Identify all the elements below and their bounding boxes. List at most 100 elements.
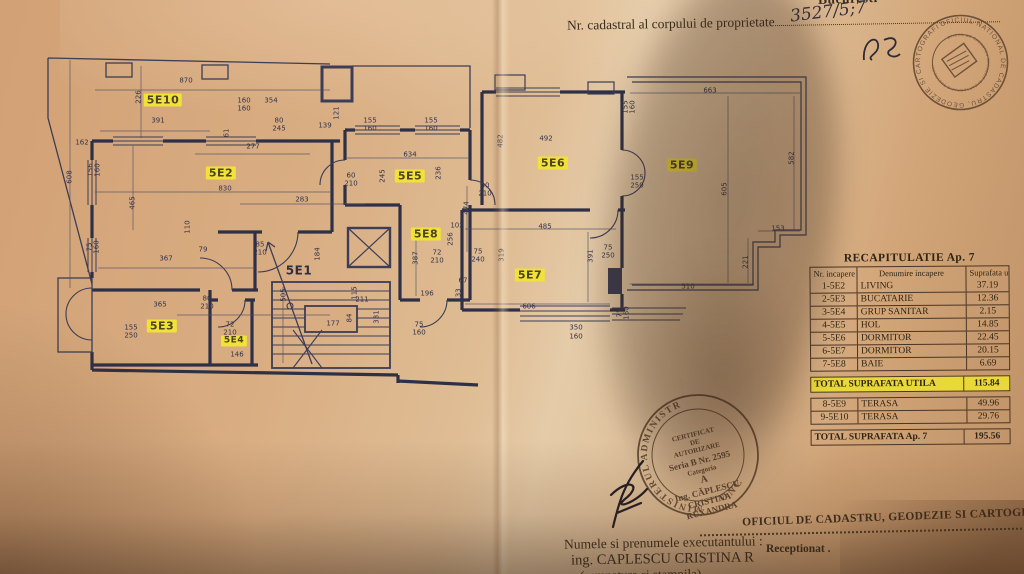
- dimension-label: 870: [179, 76, 193, 85]
- cadastral-label-text: Nr. cadastral al corpului de proprietate: [566, 14, 775, 33]
- dimension-label: 160: [93, 163, 102, 177]
- dimension-label: 331: [372, 310, 381, 324]
- dimension-label: 367: [159, 254, 173, 263]
- dimension-label: 830: [218, 184, 232, 193]
- dimension-label: 221: [741, 255, 750, 269]
- total-row: TOTAL SUPRAFATA Ap. 7 195.56: [810, 428, 1011, 446]
- dimension-label: 160: [237, 104, 251, 113]
- dimension-label: 350: [569, 323, 583, 332]
- dimension-label: 245: [378, 169, 387, 183]
- dimension-label: 250: [630, 181, 644, 190]
- header-denumire: Denumire incapere: [857, 266, 967, 281]
- table-cell: 6.69: [979, 358, 997, 369]
- total-utila-label: TOTAL SUPRAFATA UTILA: [811, 376, 965, 392]
- dimension-lines: [69, 60, 800, 363]
- dimension-label: 162: [75, 138, 89, 147]
- room-label-5e6: 5E6: [537, 156, 569, 170]
- dimension-label: 160: [569, 332, 583, 341]
- total-utila-value: 115.84: [973, 378, 1000, 389]
- room-label-5e1: 5E1: [285, 263, 313, 278]
- dimension-label: 250: [124, 331, 138, 340]
- walls: [90, 90, 625, 387]
- room-label-5e5: 5E5: [394, 169, 426, 183]
- table-cell: 22.45: [977, 332, 999, 343]
- dimension-label: 155: [124, 323, 138, 332]
- room-label-5e2: 5E2: [205, 166, 237, 180]
- table-cell: 2-5E3: [810, 293, 858, 306]
- dimension-label: 210: [223, 328, 237, 337]
- dimension-label: 211: [355, 295, 369, 304]
- total-value: 195.56: [974, 431, 1001, 442]
- dimension-label: 226: [134, 90, 143, 104]
- dimension-label: 75: [603, 243, 613, 252]
- dimension-label: 391: [586, 249, 595, 263]
- dimension-label: 160: [424, 124, 438, 133]
- table-cell: DORMITOR: [857, 331, 967, 345]
- terrace-5e9-outline: [627, 76, 807, 291]
- received-label: Receptionat .: [766, 543, 831, 555]
- dimension-label: 121: [332, 106, 341, 120]
- dimension-label: 474: [462, 201, 471, 215]
- dimension-label: 84: [345, 313, 354, 323]
- pillar: [608, 268, 622, 294]
- dimension-label: 160: [628, 100, 637, 114]
- dimension-label: 210: [430, 256, 444, 265]
- dimension-label: 365: [153, 300, 167, 309]
- dimension-label: 210: [478, 189, 492, 198]
- dimension-label: 510: [681, 282, 695, 291]
- dimension-label: 67: [458, 276, 468, 285]
- dimension-label: 663: [703, 86, 717, 95]
- table-cell: 5-5E6: [810, 332, 858, 345]
- dimension-label: 236: [434, 166, 443, 180]
- dimension-label: 387: [411, 251, 420, 265]
- dimension-label: 160: [92, 240, 101, 254]
- dimension-label: 634: [403, 150, 417, 159]
- dimension-label: 505: [279, 288, 288, 302]
- dimension-label: 210: [344, 179, 358, 188]
- dimension-label: 80: [480, 181, 490, 190]
- table-cell: 2.15: [979, 306, 997, 317]
- dimension-label: 133: [454, 288, 463, 302]
- table-cell: DORMITOR: [857, 344, 968, 358]
- table-cell: 3-5E4: [810, 306, 858, 319]
- dimension-label: 153: [771, 224, 785, 233]
- total-utila-row: TOTAL SUPRAFATA UTILA 115.84: [810, 375, 1011, 393]
- room-label-5e10: 5E10: [143, 93, 183, 107]
- table-cell: 49.96: [977, 398, 1000, 409]
- table-cell: 1-5E2: [810, 280, 858, 293]
- table-cell: 9-5E10: [811, 411, 859, 424]
- dimension-label: 139: [318, 121, 332, 130]
- table-main: Nr. incapere Denumire incapere Suprafata…: [809, 265, 1011, 372]
- elevator-shaft: [346, 226, 392, 269]
- dimension-label: 160: [412, 328, 426, 337]
- dimension-label: 277: [246, 142, 260, 151]
- dimension-label: 75: [414, 320, 424, 329]
- windows: [87, 87, 686, 322]
- header-suprafata: Suprafata utila [mp]: [969, 267, 1009, 278]
- total-label: TOTAL SUPRAFATA Ap. 7: [811, 429, 965, 445]
- dimension-label: 60: [346, 171, 356, 180]
- dimension-label: 319: [497, 248, 506, 262]
- table-cell: BAIE: [858, 357, 968, 371]
- dimension-label: 606: [522, 302, 536, 311]
- recapitulation-table: RECAPITULATIE Ap. 7 Nr. incapere Denumir…: [809, 251, 1011, 446]
- room-label-5e8: 5E8: [410, 227, 442, 241]
- balcony-outline: [57, 277, 93, 353]
- staircase: [265, 241, 391, 369]
- table-cell: 20.15: [977, 345, 999, 356]
- dimension-label: 250: [601, 251, 615, 260]
- table-cell: 4-5E5: [810, 319, 858, 332]
- dimension-label: 485: [538, 222, 552, 231]
- room-label-5e7: 5E7: [514, 268, 546, 282]
- table-title: RECAPITULATIE Ap. 7: [843, 251, 975, 265]
- roof-details: [494, 74, 615, 95]
- table-cell: 12.36: [976, 293, 999, 304]
- header-nr: Nr. incapere: [810, 267, 858, 281]
